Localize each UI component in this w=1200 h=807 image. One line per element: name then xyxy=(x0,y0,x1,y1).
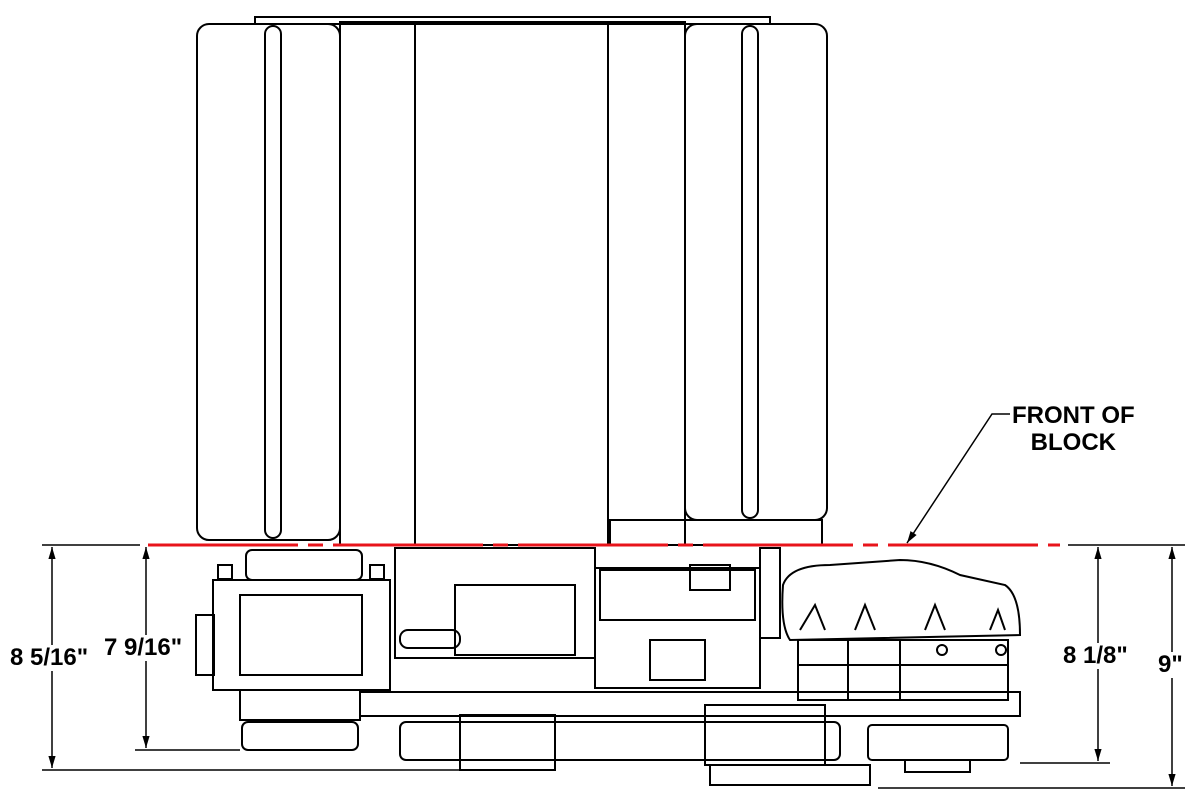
annotation-line2: BLOCK xyxy=(1030,429,1116,456)
top-plate xyxy=(254,16,771,25)
right-accessory xyxy=(797,639,1009,701)
leader-arrow xyxy=(906,413,1010,544)
dim-label-right-inner: 8 1/8" xyxy=(1063,642,1128,669)
dim-label-left-inner: 7 9/16" xyxy=(104,634,183,661)
center-lower xyxy=(394,547,596,659)
belt-upper xyxy=(359,691,1021,717)
engine-outline xyxy=(195,16,1022,786)
dim-label-left-outer: 8 5/16" xyxy=(10,644,89,671)
center-right-accessory xyxy=(594,567,761,689)
oil-filler-cap xyxy=(781,558,1022,642)
center-body xyxy=(339,21,686,546)
left-cylinder xyxy=(196,23,341,541)
dim-label-right-outer: 9" xyxy=(1158,651,1183,678)
annotation-line1: FRONT OF xyxy=(1012,402,1135,429)
right-cylinder xyxy=(684,23,828,521)
left-pulley xyxy=(239,689,361,721)
extension-lines xyxy=(42,544,1185,789)
belt-lower xyxy=(399,721,841,761)
front-of-block-label: FRONT OF BLOCK xyxy=(1012,402,1135,456)
right-pulley xyxy=(867,724,1009,761)
